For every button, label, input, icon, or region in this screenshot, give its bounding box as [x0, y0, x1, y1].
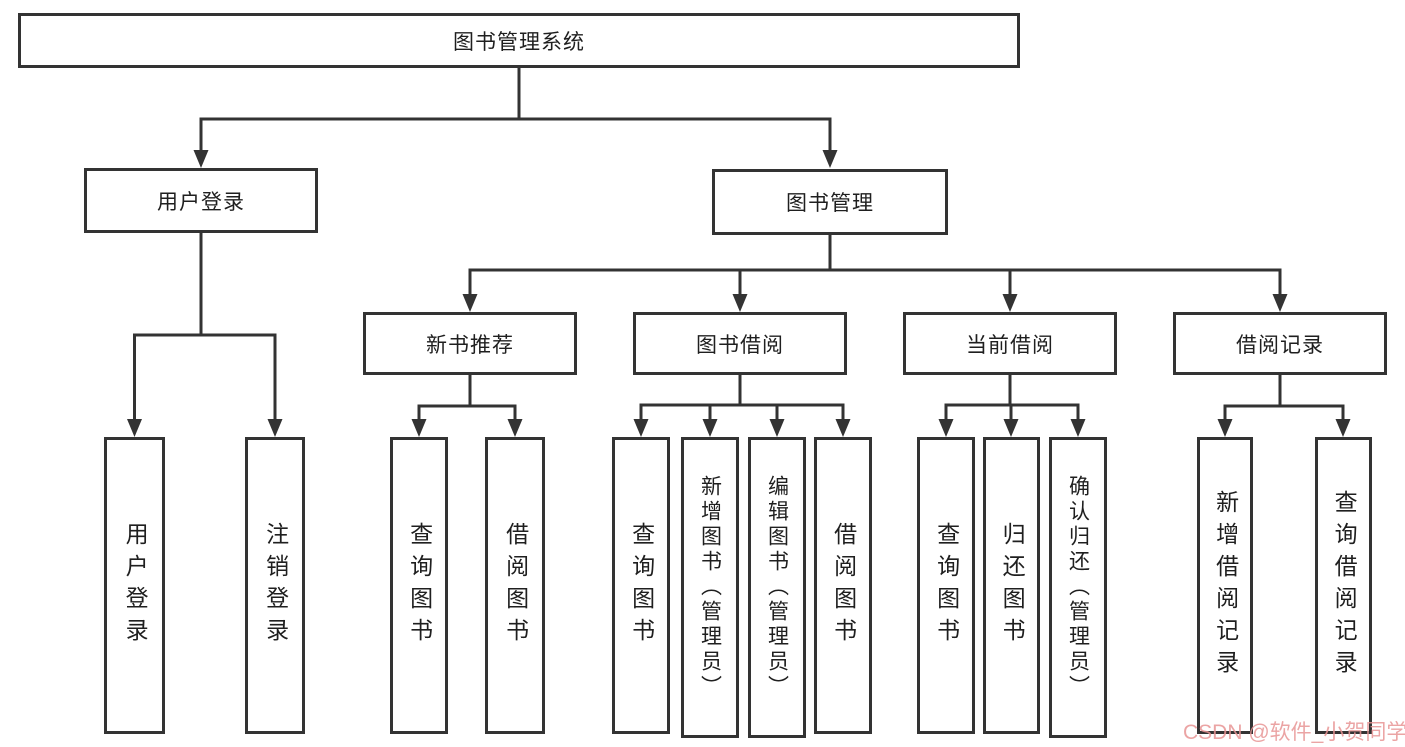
leaf-user-login: 用户登录: [104, 437, 165, 734]
leaf-label: 查询图书: [406, 521, 433, 650]
leaf-label: 用户登录: [122, 521, 149, 650]
leaf-add-borrow-record: 新增借阅记录: [1197, 437, 1253, 734]
node-label: 用户登录: [157, 190, 245, 214]
node-label: 图书借阅: [696, 333, 784, 357]
csdn-watermark: CSDN @软件_小贺同学: [1183, 721, 1405, 744]
node-label: 借阅记录: [1236, 333, 1324, 357]
leaf-label: 查询图书: [628, 521, 655, 650]
leaf-confirm-return-admin: 确认归还（管理员）: [1049, 437, 1107, 738]
leaf-label: 查询借阅记录: [1331, 489, 1358, 682]
leaf-add-books-admin: 新增图书（管理员）: [681, 437, 739, 738]
leaf-borrow-books-borrowing: 借阅图书: [814, 437, 872, 734]
node-label: 新书推荐: [426, 333, 514, 357]
leaf-query-books-borrowing: 查询图书: [612, 437, 670, 734]
leaf-label: 借阅图书: [830, 521, 857, 650]
leaf-query-books-recommend: 查询图书: [390, 437, 448, 734]
leaf-label: 新增图书（管理员）: [698, 475, 722, 700]
leaf-label: 查询图书: [933, 521, 960, 650]
leaf-edit-books-admin: 编辑图书（管理员）: [748, 437, 806, 738]
leaf-query-borrow-record: 查询借阅记录: [1315, 437, 1372, 734]
leaf-label: 借阅图书: [502, 521, 529, 650]
node-book-management: 图书管理: [712, 169, 948, 235]
node-new-book-recommend: 新书推荐: [363, 312, 577, 375]
node-current-borrowing: 当前借阅: [903, 312, 1117, 375]
leaf-label: 新增借阅记录: [1212, 489, 1239, 682]
leaf-borrow-books-recommend: 借阅图书: [485, 437, 545, 734]
leaf-label: 确认归还（管理员）: [1066, 475, 1090, 700]
node-label: 图书管理: [786, 192, 874, 215]
leaf-logout-login: 注销登录: [245, 437, 305, 734]
node-book-borrowing: 图书借阅: [633, 312, 847, 375]
leaf-label: 归还图书: [999, 521, 1026, 650]
leaf-return-books: 归还图书: [983, 437, 1040, 734]
node-library-management-system: 图书管理系统: [18, 13, 1020, 68]
node-label: 图书管理系统: [453, 30, 585, 54]
node-borrowing-records: 借阅记录: [1173, 312, 1387, 375]
leaf-label: 编辑图书（管理员）: [765, 475, 789, 700]
leaf-label: 注销登录: [262, 521, 289, 650]
node-label: 当前借阅: [966, 333, 1054, 357]
node-user-login: 用户登录: [84, 168, 318, 233]
leaf-query-books-current: 查询图书: [917, 437, 975, 734]
